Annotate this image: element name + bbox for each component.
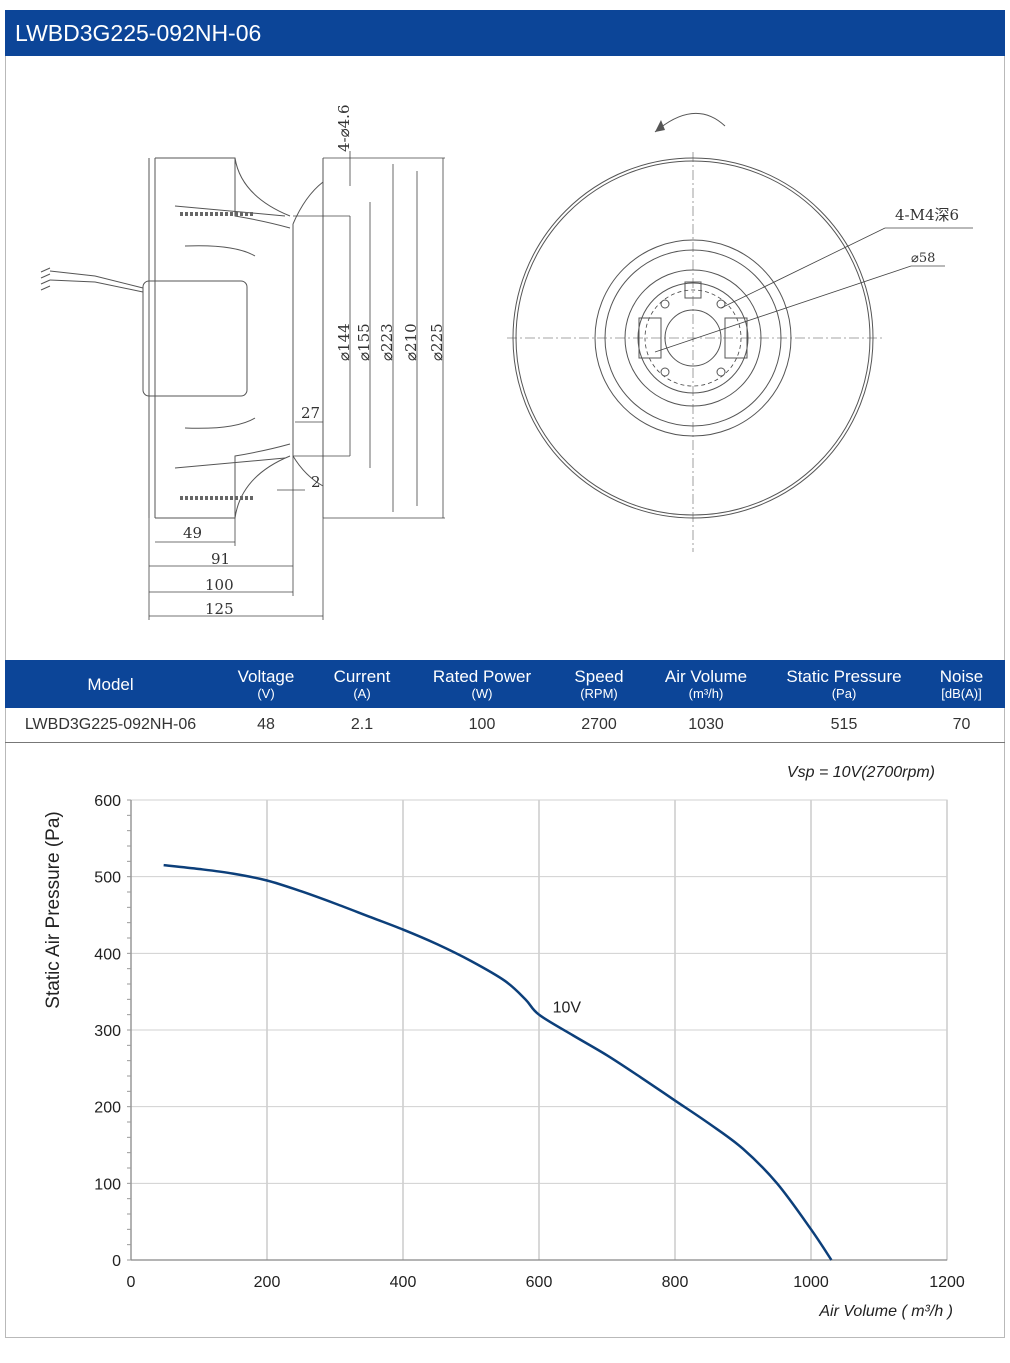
col-static-pressure: Static Pressure(Pa)	[770, 660, 918, 708]
hole-label: 4-⌀4.6	[335, 105, 353, 153]
cell-noise: 70	[918, 708, 1005, 743]
x-tick-label: 400	[390, 1274, 417, 1291]
y-tick-label: 200	[94, 1100, 121, 1117]
col-speed: Speed(RPM)	[556, 660, 642, 708]
y-tick-label: 100	[94, 1176, 121, 1193]
col-noise: Noise[dB(A)]	[918, 660, 1005, 708]
technical-drawing: 4-⌀4.6 ⌀144 ⌀155 ⌀223 ⌀210 ⌀225 27 2 49 …	[5, 56, 1005, 660]
blade-top	[155, 157, 291, 217]
outer-ring	[512, 157, 874, 519]
x-tick-label: 200	[254, 1274, 281, 1291]
x-tick-label: 800	[662, 1274, 689, 1291]
table-row: LWBD3G225-092NH-06 48 2.1 100 2700 1030 …	[5, 708, 1005, 743]
blade-bottom	[155, 455, 291, 519]
dim-27: 27	[301, 404, 320, 422]
y-tick-label: 500	[94, 870, 121, 887]
cell-voltage: 48	[216, 708, 316, 743]
x-tick-label: 1200	[929, 1274, 965, 1291]
drawing-canvas: 4-⌀4.6 ⌀144 ⌀155 ⌀223 ⌀210 ⌀225 27 2 49 …	[40, 105, 973, 620]
hub	[664, 309, 722, 367]
spec-table: Model Voltage(V) Current(A) Rated Power(…	[5, 660, 1005, 743]
chart-title: Vsp = 10V(2700rpm)	[787, 764, 935, 781]
chart-canvas: 0 200 400 600 800 1000 1200 0 100 200 300 400 500 600…	[43, 764, 965, 1320]
spec-header-row: Model Voltage(V) Current(A) Rated Power(…	[5, 660, 1005, 708]
dim-2: 2	[311, 473, 321, 491]
x-tick-label: 600	[526, 1274, 553, 1291]
y-tick-label: 400	[94, 946, 121, 963]
cell-static-pressure: 515	[770, 708, 918, 743]
hub-label: ⌀58	[911, 251, 935, 266]
x-axis-label: Air Volume ( m³/h )	[818, 1303, 953, 1320]
x-tick-label: 0	[127, 1274, 136, 1291]
y-tick-label: 0	[112, 1253, 121, 1270]
chart-ticks: 0 200 400 600 800 1000 1200 0 100 200 300 400 500 600	[94, 793, 965, 1291]
cell-model: LWBD3G225-092NH-06	[5, 708, 216, 743]
chart-series: 10V	[163, 863, 833, 1261]
cable	[49, 270, 144, 289]
performance-chart: 0 200 400 600 800 1000 1200 0 100 200 300 400 500 600…	[5, 742, 1005, 1338]
dim-91: 91	[211, 550, 230, 568]
x-tick-label: 1000	[793, 1274, 829, 1291]
series-line-10V	[163, 863, 833, 1261]
front-view: 4-M4深6 ⌀58	[507, 113, 973, 552]
side-view: 4-⌀4.6 ⌀144 ⌀155 ⌀223 ⌀210 ⌀225 27 2 49 …	[40, 105, 446, 620]
cell-speed: 2700	[556, 708, 642, 743]
page-title: LWBD3G225-092NH-06	[5, 10, 1005, 56]
dim-155: ⌀155	[355, 323, 373, 361]
rotation-arrow	[654, 113, 726, 133]
dim-49: 49	[183, 524, 202, 542]
col-voltage: Voltage(V)	[216, 660, 316, 708]
y-tick-label: 600	[94, 793, 121, 810]
y-axis-label: Static Air Pressure (Pa)	[43, 811, 64, 1008]
col-model: Model	[5, 660, 216, 708]
dim-125: 125	[205, 600, 234, 618]
dim-100: 100	[205, 576, 234, 594]
col-rated-power: Rated Power(W)	[408, 660, 556, 708]
cell-rated-power: 100	[408, 708, 556, 743]
y-tick-label: 300	[94, 1023, 121, 1040]
cell-current: 2.1	[316, 708, 408, 743]
col-current: Current(A)	[316, 660, 408, 708]
cell-air-volume: 1030	[642, 708, 770, 743]
dim-223: ⌀223	[378, 323, 396, 361]
dim-144: ⌀144	[335, 323, 353, 361]
dim-225: ⌀225	[428, 323, 446, 361]
motor-body	[142, 280, 248, 397]
series-label-10V: 10V	[553, 999, 582, 1016]
chart-grid	[130, 799, 948, 1261]
thread-label: 4-M4深6	[895, 206, 959, 224]
dim-210: ⌀210	[402, 323, 420, 361]
col-air-volume: Air Volume(m³/h)	[642, 660, 770, 708]
